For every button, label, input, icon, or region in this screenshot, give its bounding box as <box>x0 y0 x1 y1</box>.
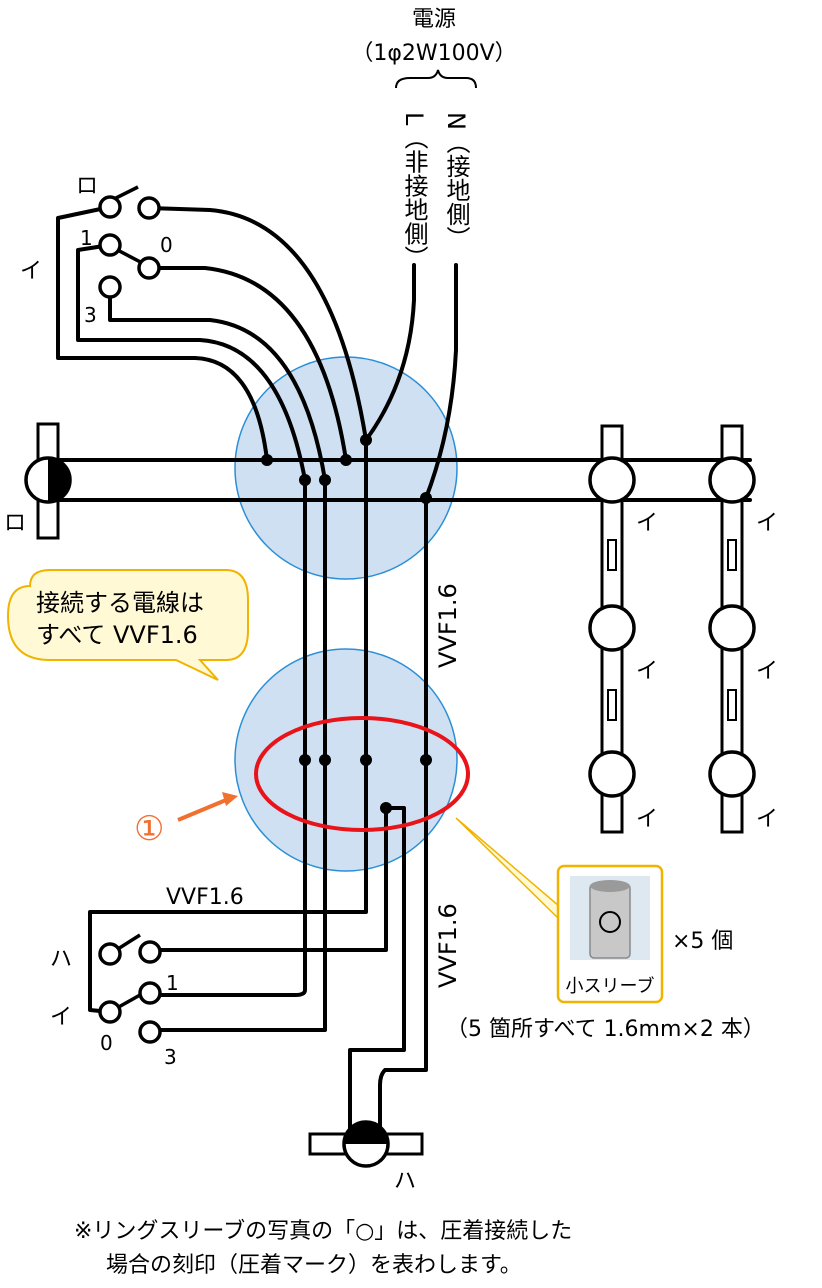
switch-top-label-ro: ロ <box>76 174 98 199</box>
footnote-line-1: ※リングスリーブの写真の「○」は、圧着接続した <box>74 1219 572 1244</box>
terminal <box>138 981 162 1005</box>
switch-top-term-1: 1 <box>80 226 93 250</box>
terminal <box>138 940 162 964</box>
marker-arrow <box>177 798 227 822</box>
junction-dot <box>319 474 331 486</box>
terminal <box>137 256 161 280</box>
terminal <box>138 1020 162 1044</box>
switch-bottom-term-3: 3 <box>164 1045 177 1069</box>
switch-bottom-term-1: 1 <box>166 971 179 995</box>
switch-bottom-label-i: イ <box>50 1005 72 1030</box>
callout-line-1: 接続する電線は <box>36 589 204 617</box>
switch-top-term-3: 3 <box>84 303 97 327</box>
junction-dot <box>420 754 432 766</box>
lamp-label: イ <box>756 511 778 536</box>
neutral-label: N（接地側） <box>442 112 470 250</box>
sleeve-label: 小スリーブ <box>566 975 655 997</box>
switch-top-term-0: 0 <box>160 233 173 257</box>
wire-lower-neutral <box>378 758 428 1142</box>
junction-dot <box>299 754 311 766</box>
sleeve-leader <box>455 817 568 922</box>
junction-box-upper <box>234 356 458 580</box>
wire-lower-common <box>88 758 368 1014</box>
callout-note: 接続する電線は すべて VVF1.6 <box>6 569 249 681</box>
junction-dot <box>261 454 273 466</box>
lamp-label: イ <box>756 807 778 832</box>
wire-neutral <box>424 263 458 500</box>
marker-arrowhead <box>222 792 238 806</box>
cable-label-upper: VVF1.6 <box>434 583 462 668</box>
lamp-column-2: イ イ イ <box>708 424 778 834</box>
wire-top-switch-common <box>56 205 269 462</box>
wire-top-switch-3 <box>108 285 327 482</box>
junction-dot <box>340 454 352 466</box>
lamp-column-1: イ イ イ <box>588 424 658 834</box>
wire-lower-switch <box>148 806 388 952</box>
lamp-bottom-label: ハ <box>394 1169 416 1194</box>
switch-bottom-term-0: 0 <box>100 1031 113 1055</box>
cable-label-lower-horizontal: VVF1.6 <box>166 885 244 910</box>
junction-dot <box>360 434 372 446</box>
switch-bottom-label-ha: ハ <box>50 947 72 972</box>
wire-top-switch-1 <box>76 243 307 482</box>
power-brace <box>395 69 477 89</box>
footnote-line-2: 場合の刻印（圧着マーク）を表わします。 <box>106 1253 522 1278</box>
wire-top-switch-other <box>147 206 368 442</box>
lamp-label: イ <box>636 807 658 832</box>
terminal <box>137 196 161 220</box>
wire-lower-1 <box>148 758 307 997</box>
wire-lower-3 <box>148 758 327 1032</box>
terminal <box>98 1000 122 1024</box>
cable-label-lower-vertical: VVF1.6 <box>434 903 462 988</box>
lamp-label: イ <box>636 511 658 536</box>
marker-1: ① <box>134 809 164 849</box>
wire-line <box>364 263 416 442</box>
lamp-left-label: ロ <box>4 511 26 536</box>
lamp-label: イ <box>756 659 778 684</box>
junction-dot <box>420 492 432 504</box>
lamp-bottom: ハ <box>308 1120 424 1194</box>
highlight-ellipse <box>254 716 470 832</box>
switch-top-label-i: イ <box>20 259 42 284</box>
junction-dot <box>299 474 311 486</box>
power-source-spec: （1φ2W100V） <box>351 41 516 66</box>
terminal <box>98 275 122 299</box>
junction-dot <box>360 754 372 766</box>
callout-line-2: すべて VVF1.6 <box>36 621 198 649</box>
wire-top-switch-0 <box>147 266 348 462</box>
terminal <box>98 195 122 219</box>
switch-bottom: ハ イ 1 0 3 <box>50 933 179 1069</box>
junction-dot <box>380 802 392 814</box>
power-source-title: 電源 <box>412 7 456 32</box>
line-label: L（非接地側） <box>400 112 428 269</box>
sleeve-note: （5 箇所すべて 1.6mm×2 本） <box>446 1017 765 1042</box>
terminal <box>98 942 122 966</box>
lamp-left: ロ <box>4 422 72 540</box>
wire-lower-return <box>348 806 406 1142</box>
junction-dot <box>319 754 331 766</box>
sleeve-picture: 小スリーブ <box>556 864 664 1004</box>
sleeve-count: ×5 個 <box>672 929 733 954</box>
lamp-label: イ <box>636 659 658 684</box>
terminal <box>98 233 122 257</box>
